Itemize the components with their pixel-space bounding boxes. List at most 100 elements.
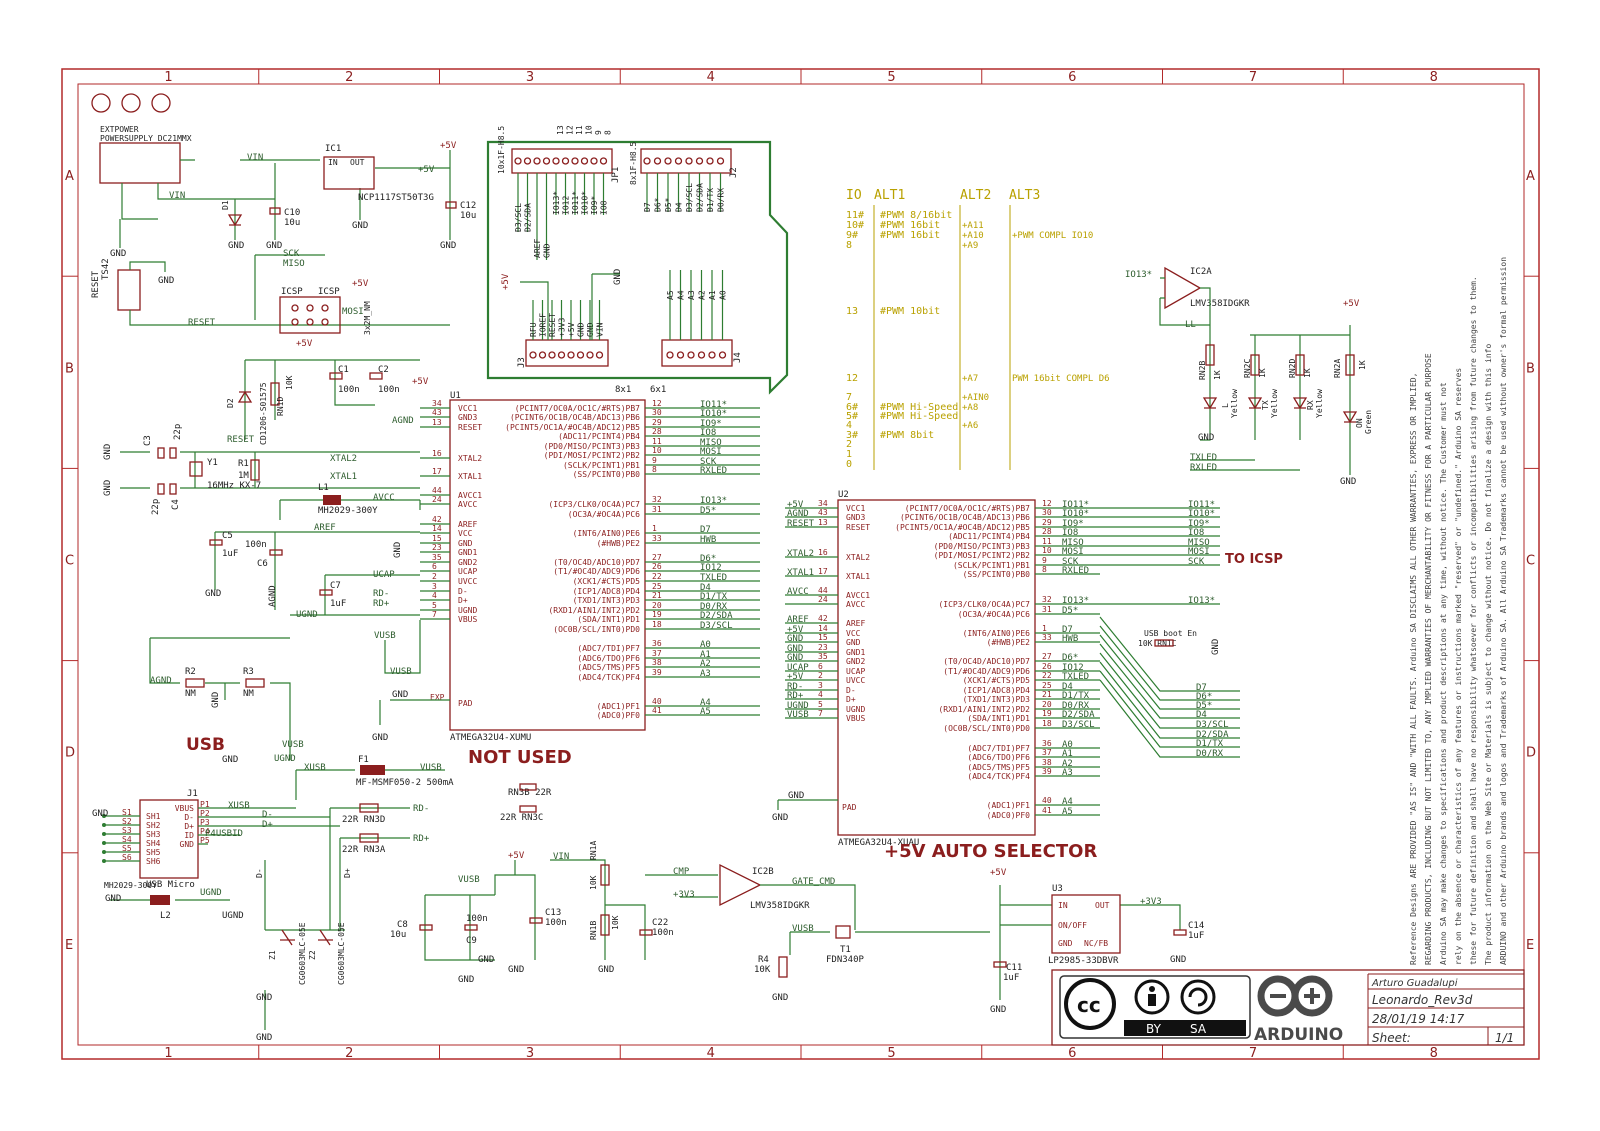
d1-ref: D1 bbox=[221, 200, 230, 210]
header-pin bbox=[586, 351, 594, 359]
gnd-z-1: GND bbox=[256, 993, 272, 1003]
u2-right-pin-num: 11 bbox=[1042, 537, 1052, 546]
u2-right-pin-net: A5 bbox=[1062, 807, 1073, 817]
u1-right-pin-name: (RXD1/AIN1/INT2)PD2 bbox=[548, 606, 640, 615]
u2-right-pin-name: (ADC7/TDI)PF7 bbox=[967, 744, 1030, 753]
header-net: D6* bbox=[654, 197, 663, 212]
u1-left-pin-name: D+ bbox=[458, 596, 468, 605]
ugnd-net-2: UGND bbox=[274, 754, 296, 764]
u2-left-pin-net: AREF bbox=[787, 615, 809, 625]
header-net: IO9* bbox=[590, 196, 599, 215]
u1-left-pin-num: 4 bbox=[432, 591, 437, 600]
alt-alt1: #PWM 16bit bbox=[880, 230, 940, 241]
c14-value: 1uF bbox=[1188, 931, 1204, 941]
date-text: 28/01/19 14:17 bbox=[1372, 1012, 1465, 1026]
grid-col-top-7: 7 bbox=[1249, 70, 1257, 85]
u2-right-pin-name: (XCK1/#CTS)PD5 bbox=[963, 676, 1031, 685]
u2-right-pin-net: D7 bbox=[1062, 625, 1073, 635]
u1-right-pin-name: (ADC7/TDI)PF7 bbox=[577, 644, 640, 653]
u2-left-pin-num: 5 bbox=[818, 700, 823, 709]
u2-right-pin-name: (#HWB)PE2 bbox=[987, 638, 1031, 647]
u2-right-pin-net: SCK bbox=[1062, 557, 1079, 567]
u1-right-pin-name: (SS/PCINT0)PB0 bbox=[573, 470, 641, 479]
c10-value: 10u bbox=[284, 218, 300, 228]
f1-value: MF-MSMF050-2 500mA bbox=[356, 778, 454, 788]
u1-right-pin-net: D2/SDA bbox=[700, 611, 733, 621]
header-net: A4 bbox=[677, 290, 686, 300]
u2-left-pin-num: 15 bbox=[818, 633, 828, 642]
power-input-block: EXTPOWER POWERSUPPLY_DC21MMX VIN VIN IC1… bbox=[99, 125, 476, 259]
r1k-d: 1K bbox=[1303, 368, 1312, 378]
u1-right-pin-net: D0/RX bbox=[700, 602, 728, 612]
led-tx-color: Yellow bbox=[1270, 389, 1279, 418]
u1-left-pin-name: UCAP bbox=[458, 567, 477, 576]
xtal2-net-1: XTAL2 bbox=[330, 454, 357, 464]
header-pin bbox=[697, 351, 706, 359]
ll-net: LL bbox=[1185, 320, 1196, 330]
u1-right-pin-net: D5* bbox=[700, 506, 716, 516]
u2-far-net: IO8 bbox=[1188, 528, 1204, 538]
u2-right-pin-name: (SS/PCINT0)PB0 bbox=[963, 570, 1031, 579]
header-pin bbox=[706, 157, 714, 165]
u1-right-pin-name: (PCINT6/OC1B/OC4B/ADC13)PB6 bbox=[510, 413, 640, 422]
u2-bus-wire bbox=[1099, 625, 1240, 701]
agnd-c6: AGND bbox=[268, 585, 278, 607]
r1-ref: R1 bbox=[238, 459, 249, 469]
j2-label: J2 bbox=[729, 167, 739, 178]
u2-left-pin-num: 4 bbox=[818, 690, 823, 699]
u1-right-pin-name: (PCINT5/OC1A/#OC4B/ADC12)PB5 bbox=[505, 423, 640, 432]
header-net: IO12 bbox=[562, 196, 571, 215]
u2-left-pin-num: 7 bbox=[818, 709, 823, 718]
reset-net-2: RESET bbox=[227, 435, 255, 445]
alt-io: 8 bbox=[846, 240, 852, 251]
u2-right-pin-net: A0 bbox=[1062, 740, 1073, 750]
u1-right-pin-num: 28 bbox=[652, 427, 662, 436]
rdm-net-1: RD- bbox=[373, 589, 389, 599]
header-net: A5 bbox=[666, 290, 675, 300]
not-used-heading: NOT USED bbox=[468, 747, 572, 768]
u1-right-pin-name: (OC3A/#OC4A)PC6 bbox=[568, 510, 640, 519]
header-net: A1 bbox=[708, 290, 717, 300]
u1-left-pin-name: XTAL1 bbox=[458, 472, 482, 481]
j1-pnum: P1 bbox=[200, 800, 210, 809]
t1-name: FDN340P bbox=[826, 955, 865, 965]
u1-right-pin-name: (PCINT7/OC0A/OC1C/#RTS)PB7 bbox=[515, 404, 640, 413]
rn3d-label: 22R RN3D bbox=[342, 815, 385, 825]
gnd-j1: GND bbox=[92, 809, 108, 819]
u1-right-pin-net: IO10* bbox=[700, 409, 727, 419]
header-pin bbox=[695, 157, 704, 165]
sheet-value-text: 1/1 bbox=[1495, 1031, 1514, 1045]
u1-left-pin-name: VCC1 bbox=[458, 404, 477, 413]
u2-left-pin-net: GND bbox=[787, 644, 803, 654]
gnd-hdr: GND bbox=[613, 269, 623, 285]
u1-right-pin-num: 37 bbox=[652, 649, 662, 658]
c11-value: 1uF bbox=[1003, 973, 1019, 983]
vusb-net-6: VUSB bbox=[792, 924, 814, 934]
u1-left-pin-name: AREF bbox=[458, 520, 477, 529]
plus5v-hdr: +5V bbox=[501, 273, 511, 290]
u2-left-pin-net: +5V bbox=[787, 672, 804, 682]
plus3v3-net-1: +3V3 bbox=[673, 890, 695, 900]
c9-value: 100n bbox=[466, 914, 488, 924]
u2-bus-net: D4 bbox=[1196, 710, 1207, 720]
u2-right-pin-num: 38 bbox=[1042, 758, 1052, 767]
led-block: IC2A LMV358IDGKR IO13* LL RN2B RN2C RN2D… bbox=[1125, 266, 1373, 655]
gnd-c4: GND bbox=[103, 480, 113, 496]
alt-alt3: +PWM COMPL IO10 bbox=[1012, 231, 1093, 241]
u2-left-pin-net: RD- bbox=[787, 682, 803, 692]
ic1-out: OUT bbox=[350, 158, 365, 167]
u1-right-pin-net: HWB bbox=[700, 535, 716, 545]
header-pin bbox=[557, 351, 566, 359]
j1-left-pin: S5 bbox=[122, 844, 132, 853]
alt-alt2: +AIN0 bbox=[962, 393, 989, 403]
j1-left-pin: S2 bbox=[122, 817, 132, 826]
header-net: D5* bbox=[664, 197, 673, 212]
grid-col-bot-2: 2 bbox=[345, 1046, 353, 1061]
u2-right-pin-name: (TXD1/INT3)PD3 bbox=[963, 695, 1031, 704]
j3-label: J3 bbox=[517, 357, 527, 368]
alt-alt1: #PWM Hi-Speed bbox=[880, 411, 958, 422]
u2-right-pin-name: (PCINT6/OC1B/OC4B/ADC13)PB6 bbox=[900, 513, 1030, 522]
u3-ncfb: NC/FB bbox=[1084, 939, 1108, 948]
alt-alt1: #PWM 16bit bbox=[880, 220, 940, 231]
